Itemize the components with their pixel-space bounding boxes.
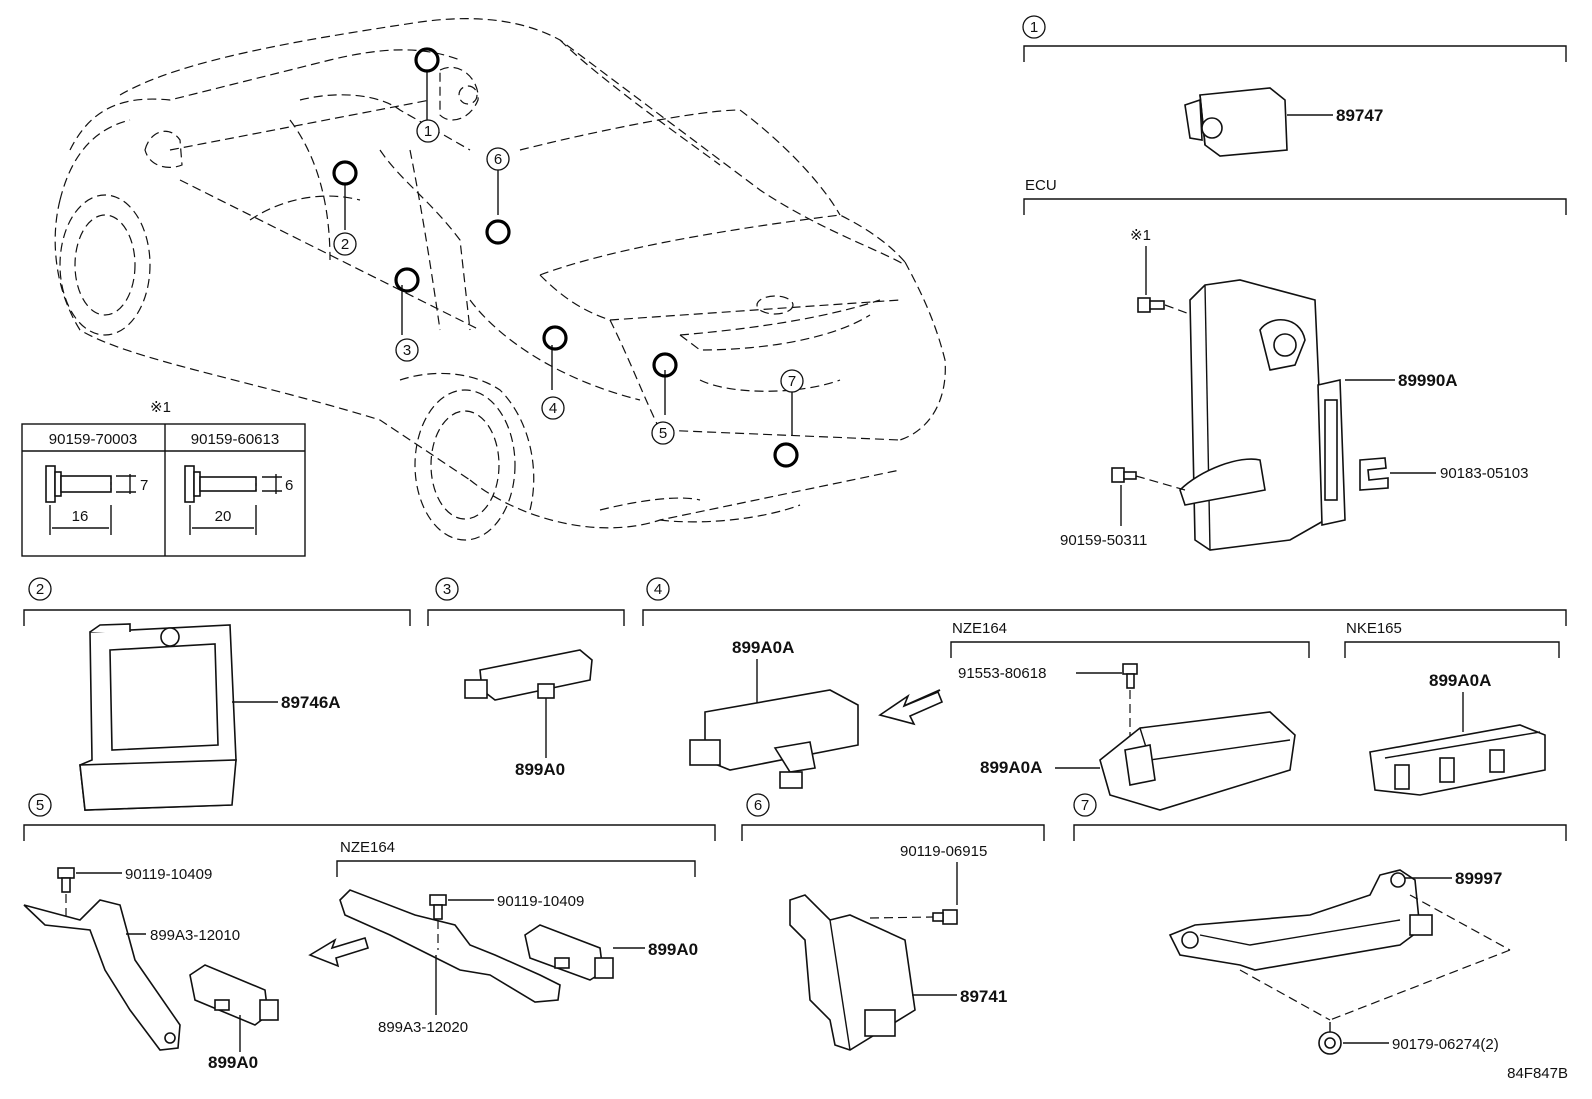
bolt-table-part-1: 90159-70003 — [49, 431, 137, 448]
svg-text:2: 2 — [341, 236, 349, 253]
part-label-899A0A-left: 899A0A — [732, 638, 794, 657]
bolt-icon-91553-80618 — [1122, 663, 1138, 689]
part-label-91553-80618: 91553-80618 — [958, 665, 1046, 682]
part-89746A-shape — [79, 623, 237, 811]
ecu-screw-icon — [1111, 467, 1137, 483]
bolt-icon-90119-10409-left — [57, 867, 75, 893]
svg-text:1: 1 — [1030, 19, 1038, 36]
part-label-89997: 89997 — [1455, 869, 1502, 888]
location-marker-3 — [394, 267, 420, 293]
svg-text:3: 3 — [443, 581, 451, 598]
part-899A3-12010-shape — [23, 899, 181, 1051]
location-marker-2 — [332, 160, 358, 186]
part-label-899A0: 899A0 — [515, 760, 565, 779]
section-5: 5 90119-10409 899A3-12010 899A0 NZE164 — [23, 793, 716, 1072]
section-4: 4 899A0A NZE164 91553-80618 899A0A NK — [642, 577, 1567, 811]
part-label-90179-06274: 90179-06274(2) — [1392, 1036, 1499, 1053]
section-1: 1 89747 — [1022, 15, 1567, 157]
bolt-table: ※1 90159-70003 90159-60613 7 16 — [21, 399, 306, 557]
svg-text:2: 2 — [36, 581, 44, 598]
nut-icon-90179-06274 — [1318, 1031, 1342, 1055]
callout-3: 3 — [395, 338, 419, 362]
part-label-89741: 89741 — [960, 987, 1007, 1006]
svg-text:1: 1 — [424, 123, 432, 140]
part-89741-shape — [789, 894, 916, 1051]
part-label-899A0-nze164: 899A0 — [648, 940, 698, 959]
bolt-2-length: 20 — [215, 508, 232, 525]
ecu-section: ECU ※1 89990A 90183-05103 — [1023, 177, 1567, 551]
part-label-899A3-12010: 899A3-12010 — [150, 927, 240, 944]
part-899A0A-nke165-shape — [1369, 724, 1546, 796]
svg-text:3: 3 — [403, 342, 411, 359]
bolt-icon-1: 7 16 — [45, 465, 148, 535]
svg-text:4: 4 — [549, 400, 557, 417]
callout-7: 7 — [780, 369, 804, 393]
part-label-899A0A-nke165: 899A0A — [1429, 671, 1491, 690]
part-89747-shape — [1184, 87, 1288, 157]
ecu-bolt-icon — [1137, 297, 1165, 313]
svg-text:4: 4 — [654, 581, 662, 598]
bolt-icon-90119-06915 — [932, 909, 958, 925]
svg-text:7: 7 — [1081, 797, 1089, 814]
bolt-icon-90119-10409-nze164 — [429, 894, 447, 920]
location-marker-6 — [485, 219, 511, 245]
part-label-90183-05103: 90183-05103 — [1440, 465, 1528, 482]
nke165-label: NKE165 — [1346, 620, 1402, 637]
svg-text:6: 6 — [754, 797, 762, 814]
svg-text:5: 5 — [659, 425, 667, 442]
part-label-89747: 89747 — [1336, 106, 1383, 125]
part-label-90119-10409-nze164: 90119-10409 — [497, 893, 584, 910]
part-899A3-12020-shape — [339, 889, 561, 1003]
part-label-899A0-left: 899A0 — [208, 1053, 258, 1072]
car-illustration: 1 2 3 4 5 6 7 — [54, 18, 946, 541]
part-label-89990A: 89990A — [1398, 371, 1458, 390]
bolt-1-diameter: 7 — [140, 477, 148, 494]
bolt-icon-2: 6 20 — [184, 465, 293, 535]
bolt-1-length: 16 — [72, 508, 89, 525]
section-2: 2 89746A — [23, 577, 411, 811]
callout-1: 1 — [416, 119, 440, 143]
location-marker-1 — [414, 47, 440, 73]
svg-text:6: 6 — [494, 151, 502, 168]
ecu-clip-icon — [1359, 457, 1389, 491]
bolt-table-mark: ※1 — [150, 399, 171, 416]
nze164-label-sec4: NZE164 — [952, 620, 1007, 637]
part-899A0A-left-shape — [689, 689, 859, 789]
location-marker-7 — [773, 442, 799, 468]
part-label-899A0A-nze164: 899A0A — [980, 758, 1042, 777]
part-899A0A-nze164-shape — [1099, 711, 1296, 811]
location-marker-5 — [652, 352, 678, 378]
bolt-2-diameter: 6 — [285, 477, 293, 494]
callout-6: 6 — [486, 147, 510, 171]
nze164-label-sec5: NZE164 — [340, 839, 395, 856]
part-89997-shape — [1168, 869, 1433, 971]
svg-text:5: 5 — [36, 797, 44, 814]
part-label-90159-50311: 90159-50311 — [1060, 532, 1147, 549]
part-label-89746A: 89746A — [281, 693, 341, 712]
location-marker-4 — [542, 325, 568, 351]
bolt-table-part-2: 90159-60613 — [191, 431, 279, 448]
part-899A0-left-shape — [189, 964, 279, 1026]
ecu-label: ECU — [1025, 177, 1057, 194]
part-899A0-nze164-shape — [524, 924, 614, 981]
diagram-code: 84F847B — [1507, 1065, 1568, 1082]
part-label-90119-10409-left: 90119-10409 — [125, 866, 212, 883]
callout-5: 5 — [651, 421, 675, 445]
part-label-899A3-12020: 899A3-12020 — [378, 1019, 468, 1036]
part-label-90119-06915: 90119-06915 — [900, 843, 987, 860]
ecu-unit-shape — [1179, 279, 1346, 551]
part-899A0-sensor-shape — [464, 649, 593, 701]
section-6: 6 90119-06915 89741 — [741, 793, 1045, 1051]
section-3: 3 899A0 — [427, 577, 625, 779]
ecu-mark: ※1 — [1130, 227, 1151, 244]
callout-2: 2 — [333, 232, 357, 256]
section-7: 7 89997 90179-06274(2) — [1073, 793, 1567, 1055]
callout-4: 4 — [541, 396, 565, 420]
svg-text:7: 7 — [788, 373, 796, 390]
